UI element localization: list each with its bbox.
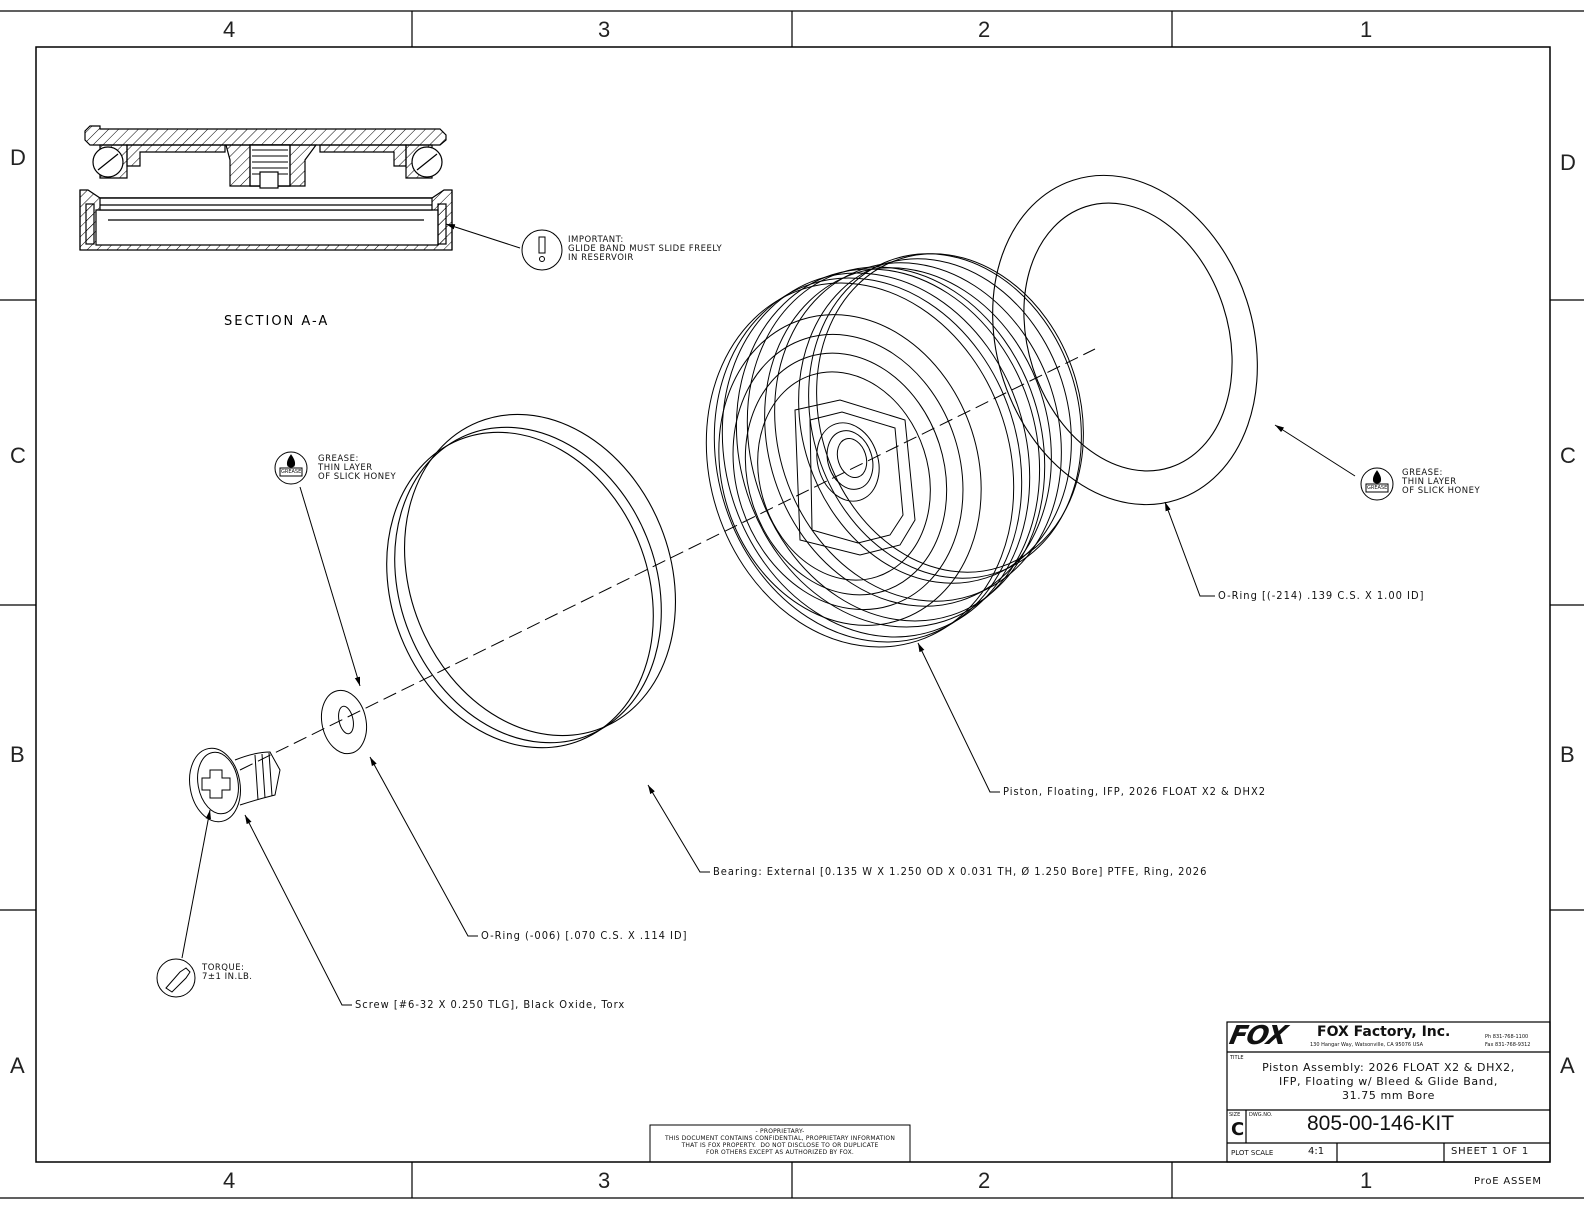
title-line-3: 31.75 mm Bore bbox=[1341, 1089, 1436, 1102]
callout-oring-small: O-Ring (-006) [.070 C.S. X .114 ID] bbox=[481, 929, 688, 942]
frame bbox=[0, 10, 1584, 1199]
important-callout bbox=[445, 223, 563, 271]
company-name: FOX Factory, Inc. bbox=[1317, 1024, 1451, 1040]
grease-icon-label-left: GREASE bbox=[281, 469, 302, 475]
size-label: SIZE bbox=[1229, 1112, 1241, 1118]
title-label: TITLE bbox=[1230, 1055, 1244, 1061]
grease-icon-left bbox=[274, 451, 308, 485]
title-line-1: Piston Assembly: 2026 FLOAT X2 & DHX2, bbox=[1262, 1061, 1515, 1074]
title-line-2: IFP, Floating w/ Bleed & Glide Band, bbox=[1279, 1075, 1498, 1088]
callout-oring-large: O-Ring [(-214) .139 C.S. X 1.00 ID] bbox=[1218, 589, 1425, 602]
callout-piston: Piston, Floating, IFP, 2026 FLOAT X2 & D… bbox=[1003, 785, 1267, 798]
grease-icon-right bbox=[1360, 467, 1394, 501]
leaders bbox=[181, 424, 1356, 1006]
footer-note: ProE ASSEM bbox=[1474, 1176, 1542, 1187]
grease-icon-label-right: GREASE bbox=[1367, 485, 1388, 491]
plot-scale-value: 4:1 bbox=[1308, 1146, 1325, 1157]
callout-bearing: Bearing: External [0.135 W X 1.250 OD X … bbox=[713, 865, 1208, 878]
fox-logo: FOX bbox=[1226, 1021, 1290, 1051]
grease-note-left: GREASE: THIN LAYER OF SLICK HONEY bbox=[318, 454, 397, 482]
assembly-axis bbox=[239, 348, 1096, 771]
screw bbox=[189, 747, 281, 823]
zone-row-b-left: B bbox=[10, 742, 25, 767]
zone-row-a-left: A bbox=[10, 1053, 25, 1078]
oring-large bbox=[992, 174, 1258, 506]
important-note: IMPORTANT: GLIDE BAND MUST SLIDE FREELY … bbox=[568, 235, 723, 263]
title-block-frame bbox=[1226, 1021, 1551, 1163]
zone-row-d-left: D bbox=[10, 145, 26, 170]
zone-row-c-right: C bbox=[1560, 443, 1576, 468]
dwg-no-label: DWG.NO. bbox=[1249, 1112, 1273, 1118]
oring-small bbox=[320, 689, 368, 755]
proprietary-box bbox=[649, 1124, 911, 1163]
zone-row-a-right: A bbox=[1560, 1053, 1575, 1078]
section-view bbox=[79, 125, 453, 251]
zone-col-1-top: 1 bbox=[1360, 17, 1373, 42]
zone-col-2-bottom: 2 bbox=[978, 1168, 991, 1193]
plot-scale-label: PLOT SCALE bbox=[1231, 1149, 1274, 1157]
grease-note-right: GREASE: THIN LAYER OF SLICK HONEY bbox=[1402, 468, 1481, 496]
callout-screw: Screw [#6-32 X 0.250 TLG], Black Oxide, … bbox=[355, 998, 626, 1011]
zone-col-3-top: 3 bbox=[598, 17, 611, 42]
zone-col-3-bottom: 3 bbox=[598, 1168, 611, 1193]
company-address: 130 Hangar Way, Watsonville, CA 95076 US… bbox=[1310, 1042, 1424, 1048]
torque-note: TORQUE: 7±1 IN.LB. bbox=[202, 963, 253, 982]
proprietary-text: - PROPRIETARY- THIS DOCUMENT CONTAINS CO… bbox=[664, 1128, 896, 1156]
zone-col-4-bottom: 4 bbox=[223, 1168, 236, 1193]
bearing-ring bbox=[386, 413, 677, 749]
company-fax: Fax 831-768-9312 bbox=[1485, 1042, 1531, 1048]
zone-row-b-right: B bbox=[1560, 742, 1575, 767]
section-label: SECTION A-A bbox=[224, 314, 330, 329]
piston-body bbox=[705, 253, 1084, 648]
size-value: C bbox=[1231, 1119, 1245, 1140]
zone-col-2-top: 2 bbox=[978, 17, 991, 42]
zone-col-1-bottom: 1 bbox=[1360, 1168, 1373, 1193]
torque-icon bbox=[156, 958, 196, 998]
sheet-number: SHEET 1 OF 1 bbox=[1451, 1146, 1530, 1157]
company-phone: Ph 831-768-1100 bbox=[1485, 1034, 1529, 1040]
zone-row-d-right: D bbox=[1560, 150, 1576, 175]
zone-row-c-left: C bbox=[10, 443, 26, 468]
dwg-no-value: 805-00-146-KIT bbox=[1307, 1112, 1455, 1135]
zone-col-4-top: 4 bbox=[223, 17, 236, 42]
